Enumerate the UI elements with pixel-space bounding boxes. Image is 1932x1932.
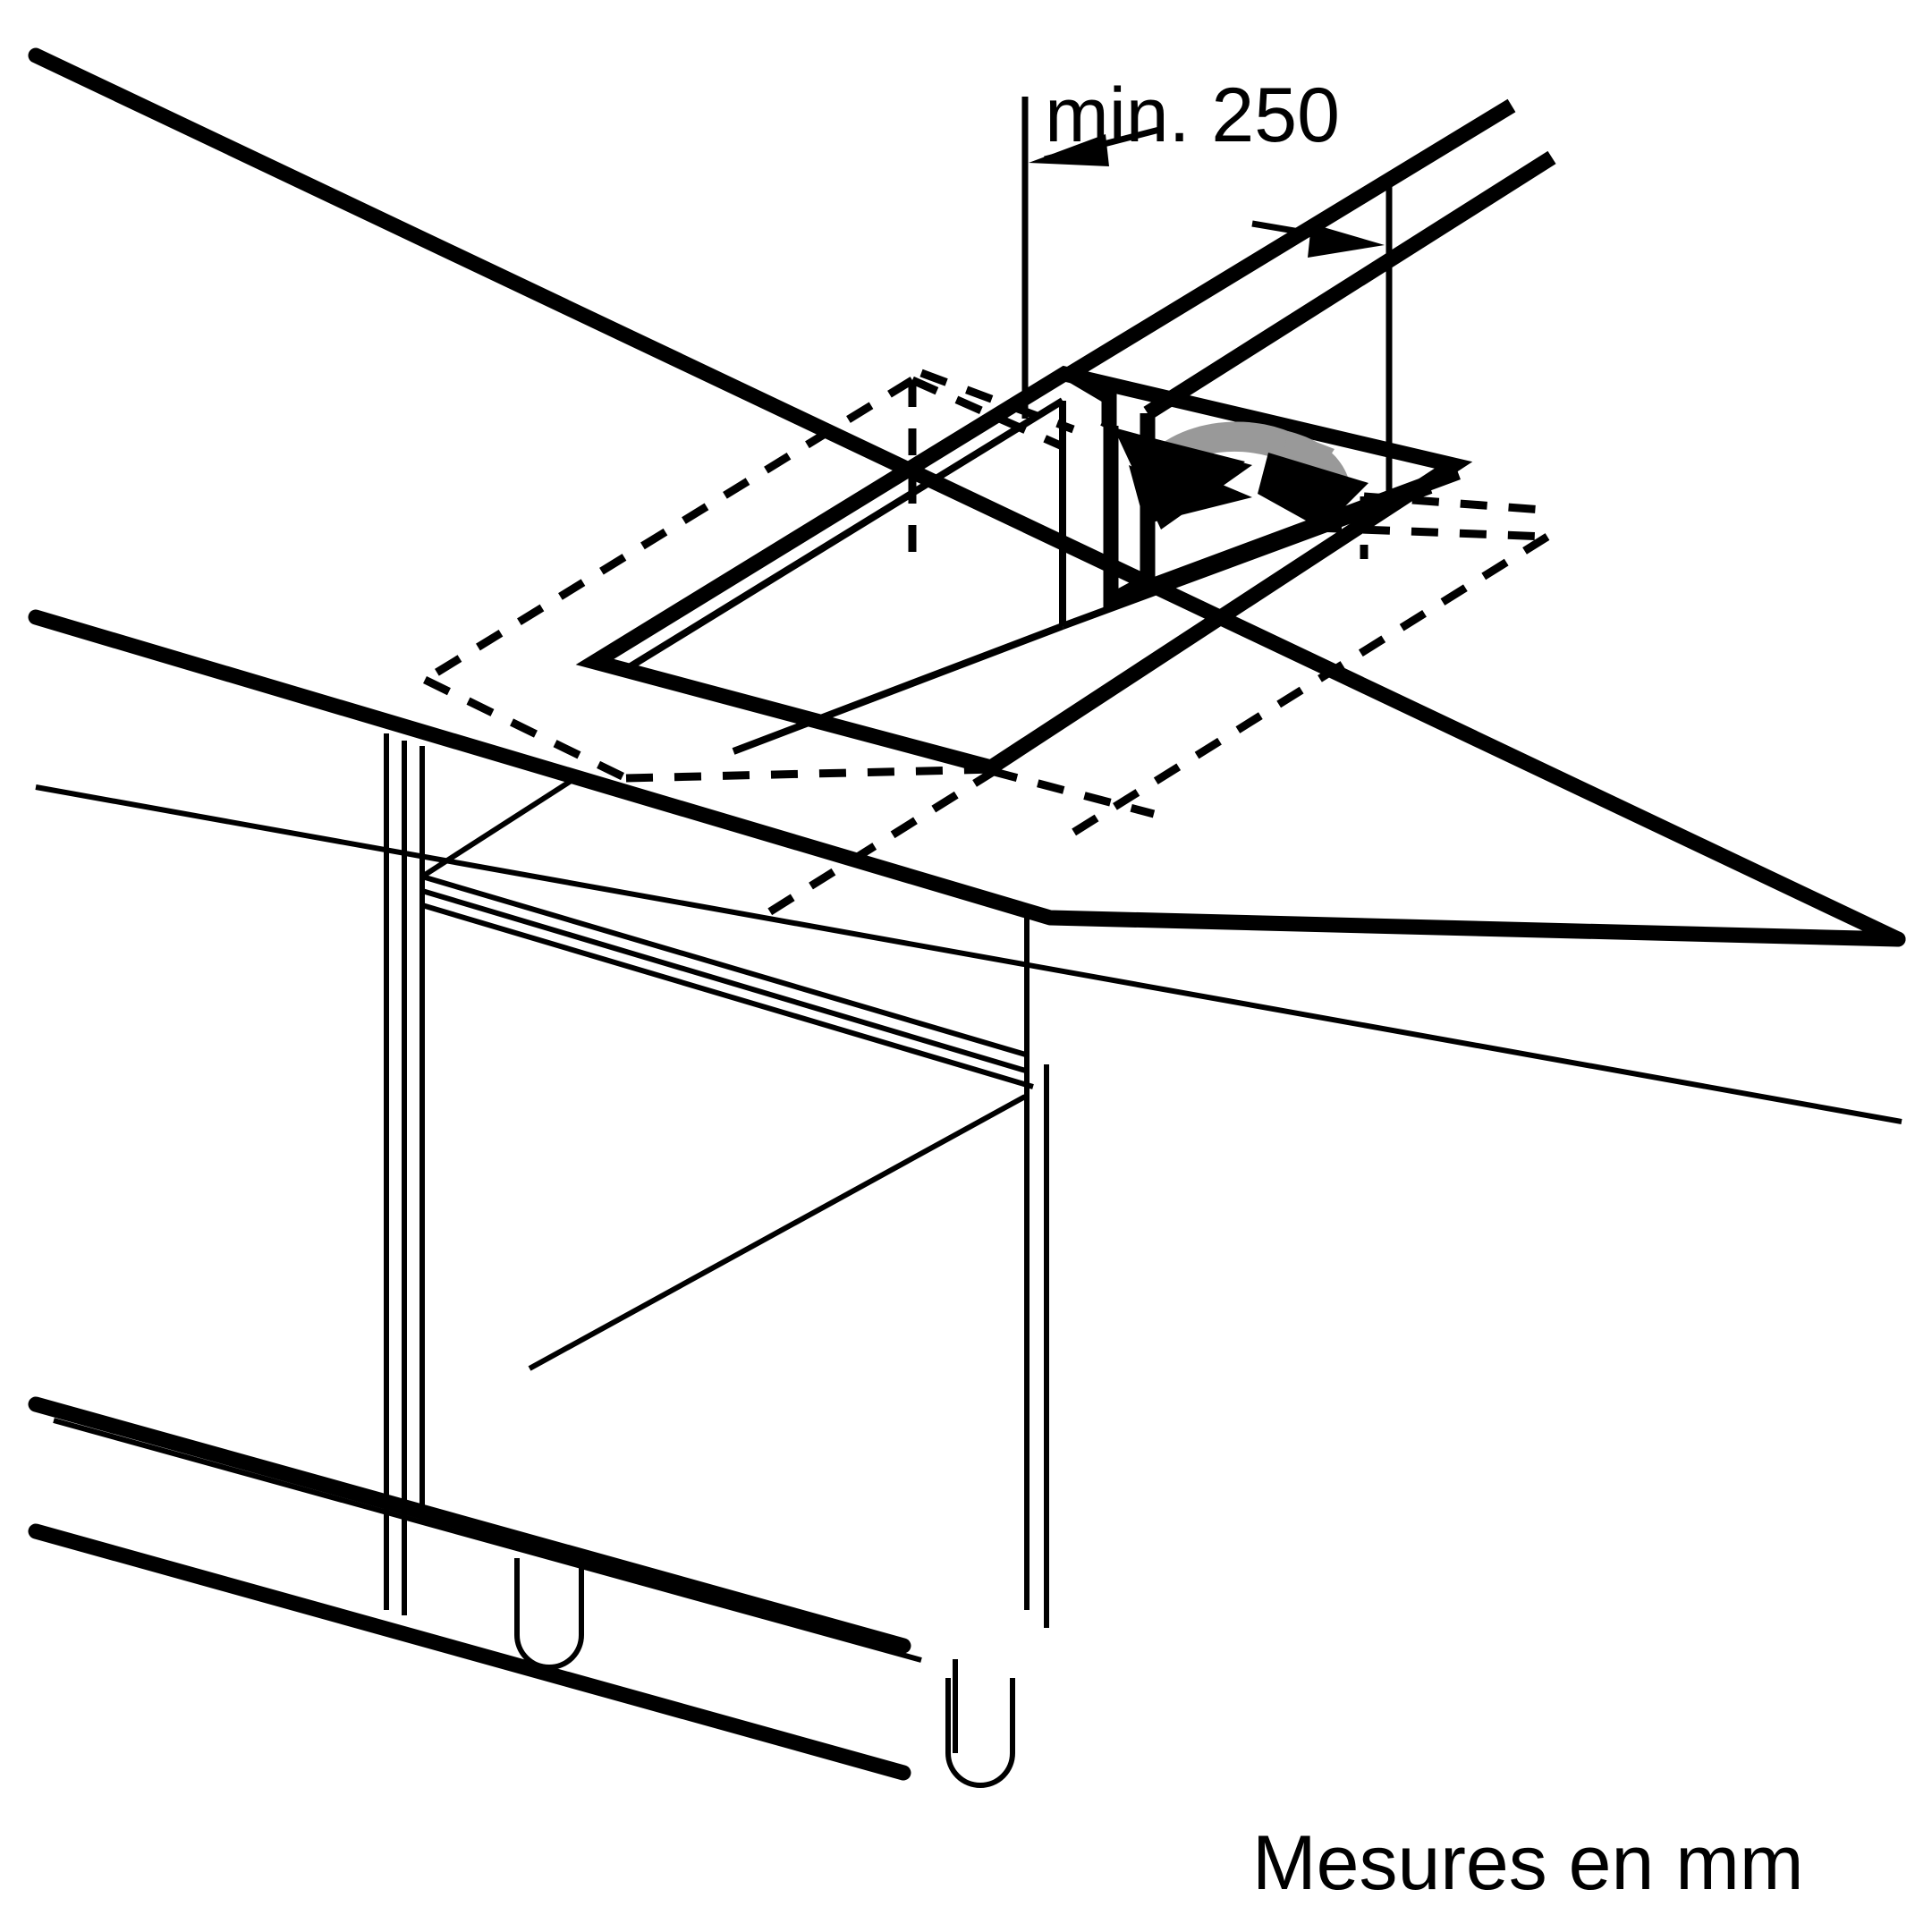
plinth-bottom-edge [28,1523,911,1781]
cutout-inner-left-wall [624,665,995,769]
worktop-back-edge-under [35,784,1902,1124]
worktop-front-edge-left [28,609,1906,947]
cabinet-interior-diagonal [528,1094,1027,1371]
cabinet-top-rail-upper [421,874,1030,1058]
cutout-notch-detail [1100,419,1111,429]
cabinet-shelf-diagonal-left [420,777,574,879]
dashed-right-top [1363,492,1544,514]
worktop-group [28,47,1906,1124]
cutout-notch-ledge [1065,367,1117,426]
dimension-label: min. 250 [1045,72,1340,158]
worktop-back-edge [28,47,1906,947]
dashed-left-lower-left [423,675,628,783]
plinth-top-edge [28,1396,911,1654]
bidirectional-airflow-arrow [1114,421,1368,530]
units-caption: Mesures en mm [1252,1820,1804,1906]
cabinet-top-rail-lower2 [421,902,1034,1089]
dashed-left-upper [422,377,915,683]
cutout-collar-outer-top [1065,98,1516,381]
cabinet-foot-left [514,1558,584,1670]
cutout-collar-bottom [1106,574,1152,608]
dashed-right-top2 [1314,523,1548,541]
worktop-cutout [575,98,1556,776]
dimension-annotation: min. 250 [1021,72,1393,496]
dimension-arrowhead-left [1029,134,1109,166]
cutout-collar-top-edge [1143,150,1556,420]
cutout-floor-left [732,623,1064,755]
dashed-left-bottom [625,765,998,783]
plinth-top-edge-under [53,1418,922,1663]
cabinet-top-rail-lower [421,888,1030,1074]
base-cabinet-group [384,733,1049,1628]
airflow-arrowhead-left-solid [1114,428,1252,530]
dashed-right-inner [989,767,1156,818]
cutout-outer-outline [575,365,1473,776]
cabinet-foot-right [945,1678,1015,1788]
airflow-arrowhead-right-solid [1258,453,1368,530]
plinth-and-floor-group [28,1396,1015,1788]
cutout-inner-back-wall [623,397,1065,673]
dimension-arrowhead-right [1308,224,1385,258]
